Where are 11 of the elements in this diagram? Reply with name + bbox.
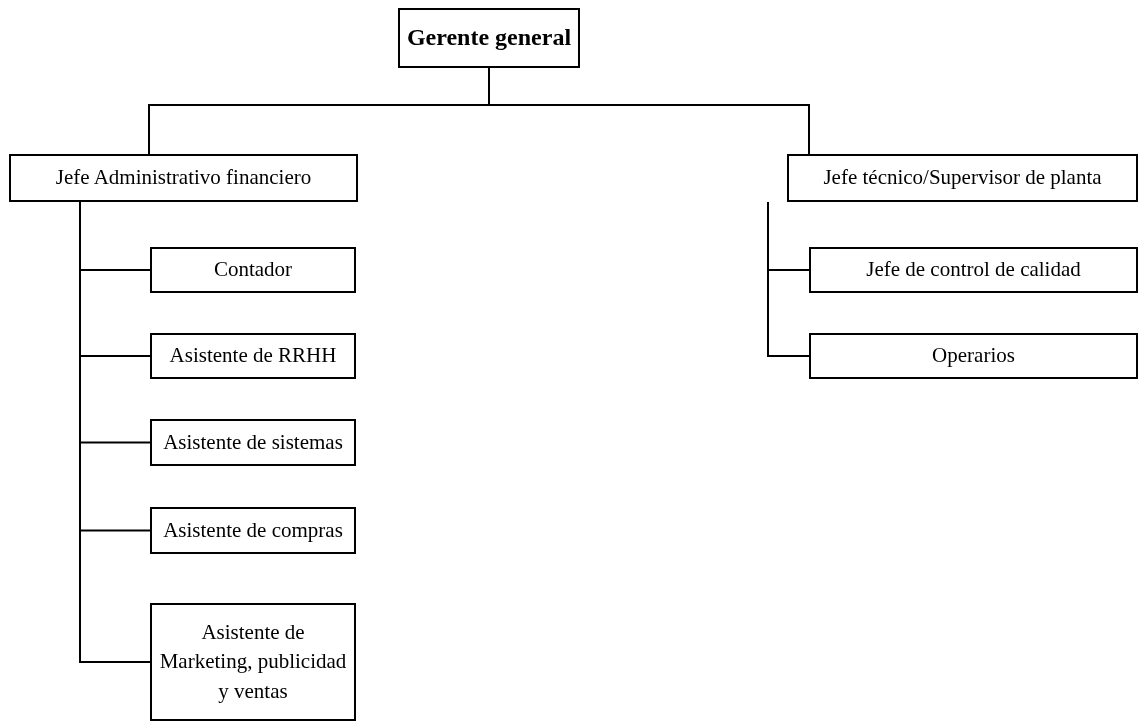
org-box: Jefe de control de calidad [809, 247, 1138, 293]
org-box: Jefe técnico/Supervisor de planta [787, 154, 1138, 202]
org-box: Gerente general [398, 8, 580, 68]
org-box: Asistente de sistemas [150, 419, 356, 466]
org-box: Asistente de RRHH [150, 333, 356, 379]
org-box: Asistente de compras [150, 507, 356, 554]
org-box: Contador [150, 247, 356, 293]
connector-line [767, 201, 810, 357]
org-box: Asistente de Marketing, publicidad y ventas [150, 603, 356, 721]
org-box: Operarios [809, 333, 1138, 379]
org-box: Jefe Administrativo financiero [9, 154, 358, 202]
